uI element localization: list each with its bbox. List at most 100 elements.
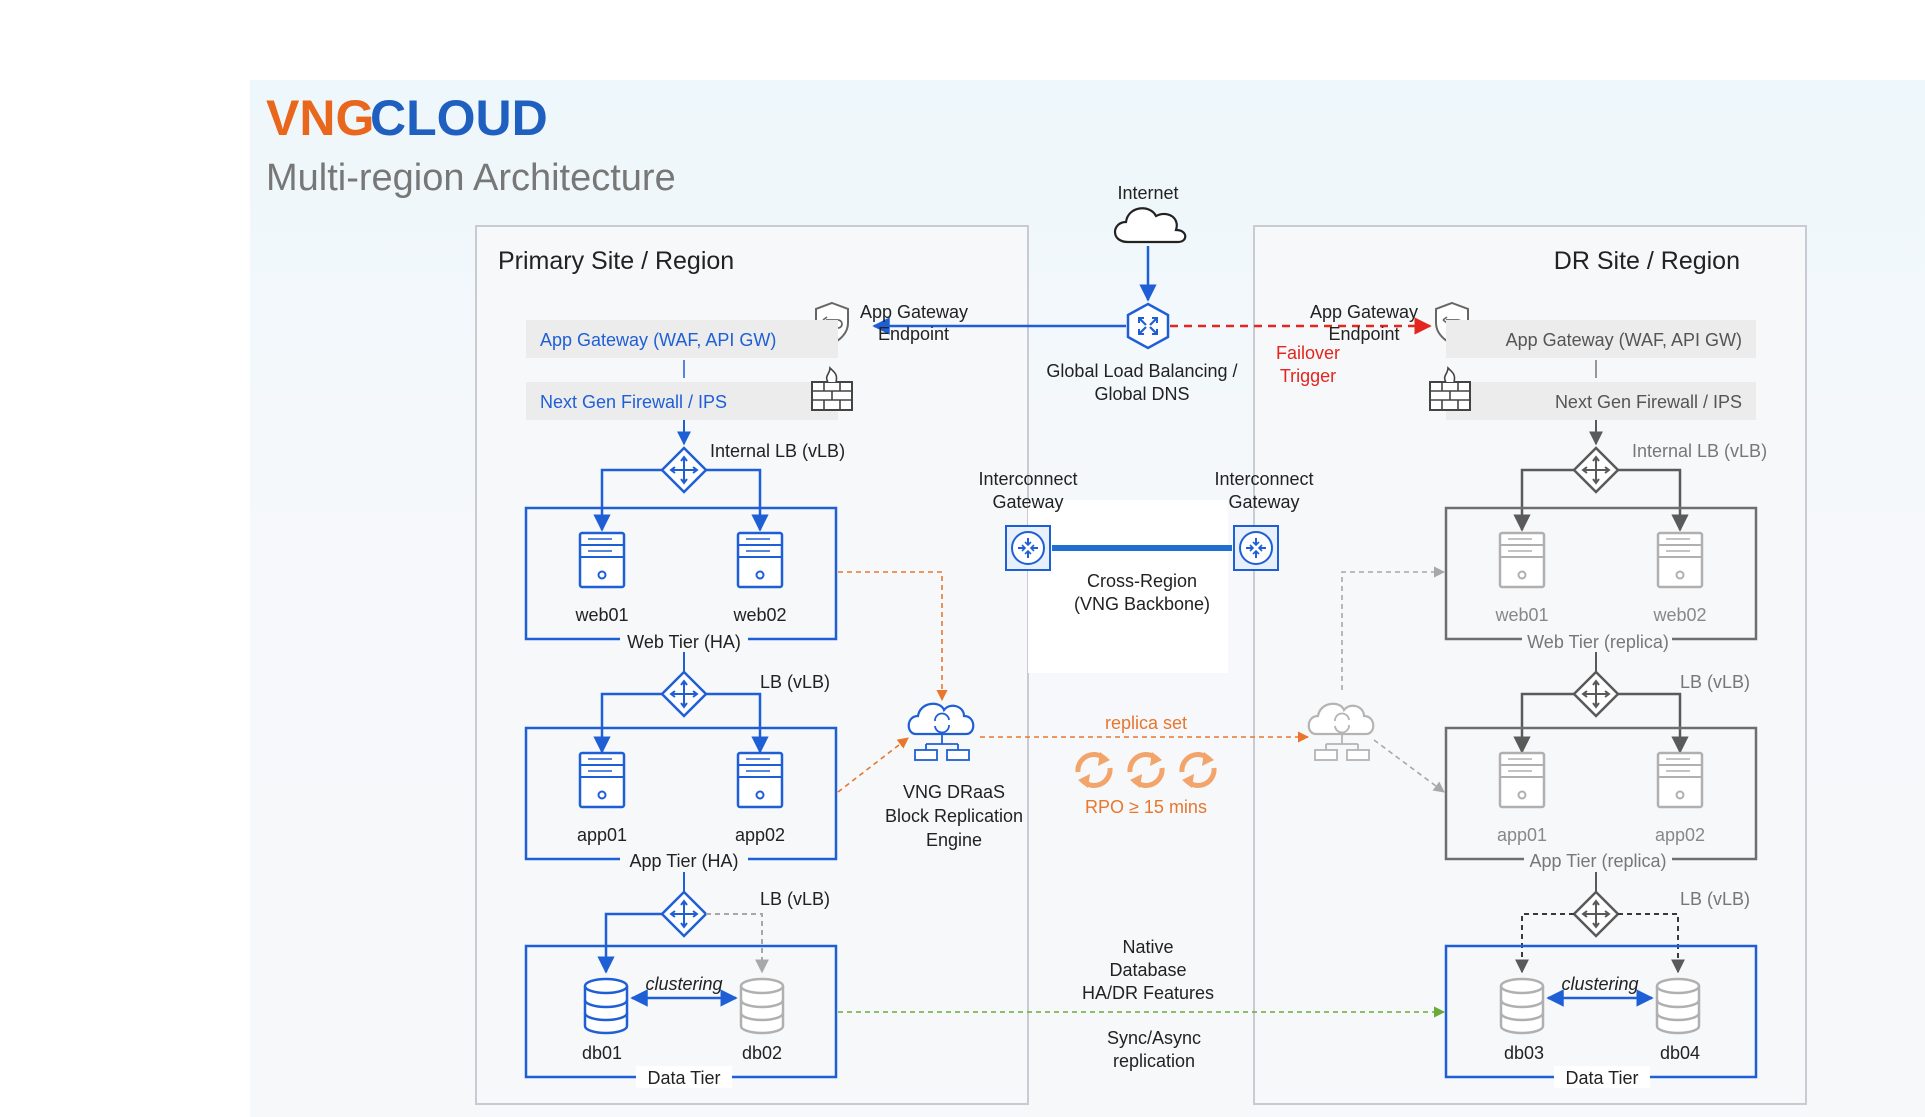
server-icon — [1656, 531, 1704, 589]
dr-lb2-to-app02-arrow — [1618, 692, 1689, 754]
dr-firewall-label: Next Gen Firewall / IPS — [1555, 392, 1742, 412]
dr-app01-label: app01 — [1497, 825, 1547, 845]
dr-endpoint-label-2: Endpoint — [1328, 324, 1399, 344]
primary-web02-label: web02 — [732, 605, 786, 625]
primary-lb3-to-db01-arrow — [597, 912, 662, 974]
internet-cloud-icon — [1113, 207, 1187, 244]
dr-clustering-label: clustering — [1561, 974, 1638, 994]
label-mask — [1524, 849, 1672, 871]
sync-icon — [1182, 752, 1214, 788]
dr-web02-label: web02 — [1652, 605, 1706, 625]
database-icon — [583, 977, 629, 1035]
interconnect-gateway-icon — [1233, 525, 1279, 571]
dr-app-tier-label: App Tier (replica) — [1529, 851, 1666, 871]
database-icon — [1499, 977, 1545, 1035]
dr-site-title: DR Site / Region — [1554, 247, 1740, 275]
primary-site-title: Primary Site / Region — [498, 247, 734, 275]
primary-app-gateway-label: App Gateway (WAF, API GW) — [540, 330, 776, 350]
dr-lb-to-web02-arrow — [1618, 468, 1689, 532]
server-icon — [578, 751, 626, 809]
app-tier-to-draas-arrow — [837, 737, 909, 793]
sync-icon — [1130, 752, 1162, 788]
interconnect-gateway-icon — [1005, 525, 1051, 571]
native-db-label-2: Database — [1109, 960, 1186, 980]
dr-firewall-band — [1446, 382, 1756, 420]
logo-vng: VNG — [266, 90, 374, 146]
logo-cloud: CLOUD — [370, 90, 548, 146]
database-icon — [1655, 977, 1701, 1035]
primary-lb-to-web02-arrow — [706, 468, 769, 532]
native-db-label-3: HA/DR Features — [1082, 983, 1214, 1003]
primary-lb2-to-app02-arrow — [706, 692, 769, 754]
server-icon — [1498, 751, 1546, 809]
primary-data-tier-label: Data Tier — [647, 1068, 720, 1088]
primary-firewall-label: Next Gen Firewall / IPS — [540, 392, 727, 412]
dr-lb2-label: LB (vLB) — [1680, 672, 1750, 692]
label-mask — [1522, 630, 1672, 652]
label-mask — [620, 849, 748, 871]
dr-app02-label: app02 — [1655, 825, 1705, 845]
database-icon — [739, 977, 785, 1035]
rpo-label: RPO ≥ 15 mins — [1085, 797, 1207, 817]
replica-set-label: replica set — [1105, 713, 1187, 733]
dr-internal-lb-label: Internal LB (vLB) — [1632, 441, 1767, 461]
dr-lb3-to-db03-arrow — [1515, 913, 1574, 974]
label-mask — [1554, 1066, 1650, 1088]
dr-data-tier-label: Data Tier — [1565, 1068, 1638, 1088]
primary-firewall-band — [526, 382, 838, 420]
primary-lb-to-web01-arrow — [593, 468, 662, 532]
primary-app-gateway-band — [526, 320, 838, 358]
cross-region-label-1: Cross-Region — [1087, 571, 1197, 591]
glb-icon — [1126, 302, 1170, 350]
server-icon — [578, 531, 626, 589]
failover-label-2: Trigger — [1280, 366, 1336, 386]
dr-lb-to-web01-arrow — [1513, 468, 1574, 532]
interconnect-left-label-2: Gateway — [992, 492, 1063, 512]
server-icon — [736, 751, 784, 809]
sync-async-label-1: Sync/Async — [1107, 1028, 1201, 1048]
primary-lb3-to-db02-arrow — [706, 913, 769, 974]
dr-lb2-to-app01-arrow — [1513, 692, 1574, 754]
primary-endpoint-label-2: Endpoint — [878, 324, 949, 344]
cross-region-panel — [1028, 500, 1228, 673]
sync-async-label-2: replication — [1113, 1051, 1195, 1071]
dr-lb3-label: LB (vLB) — [1680, 889, 1750, 909]
sync-icon — [1078, 752, 1110, 788]
server-icon — [1656, 751, 1704, 809]
dr-web-tier-label: Web Tier (replica) — [1527, 632, 1669, 652]
glb-label-1: Global Load Balancing / — [1046, 361, 1237, 381]
primary-internal-lb-label: Internal LB (vLB) — [710, 441, 845, 461]
dr-db04-label: db04 — [1660, 1043, 1700, 1063]
dr-endpoint-label-1: App Gateway — [1310, 302, 1418, 322]
primary-clustering-label: clustering — [645, 974, 722, 994]
primary-lb2-to-app01-arrow — [593, 692, 662, 754]
server-icon — [1498, 531, 1546, 589]
dr-app-gateway-label: App Gateway (WAF, API GW) — [1506, 330, 1742, 350]
dr-lb3-to-db04-arrow — [1618, 913, 1685, 974]
primary-lb2-label: LB (vLB) — [760, 672, 830, 692]
web-tier-to-draas-arrow — [838, 571, 948, 702]
primary-web-tier-label: Web Tier (HA) — [627, 632, 741, 652]
label-mask — [636, 1066, 732, 1088]
dr-app-gateway-band — [1446, 320, 1756, 358]
server-icon — [736, 531, 784, 589]
dr-site-frame — [1253, 225, 1807, 1105]
draas-label-1: VNG DRaaS — [903, 782, 1005, 802]
dr-replica-to-web-arrow — [1341, 566, 1446, 690]
primary-db02-label: db02 — [742, 1043, 782, 1063]
native-db-label-1: Native — [1122, 937, 1173, 957]
primary-app02-label: app02 — [735, 825, 785, 845]
page-subtitle: Multi-region Architecture — [266, 157, 676, 199]
draas-label-2: Block Replication — [885, 806, 1023, 826]
primary-site-frame — [475, 225, 1029, 1105]
primary-app01-label: app01 — [577, 825, 627, 845]
label-mask — [620, 630, 748, 652]
primary-web01-label: web01 — [574, 605, 628, 625]
dr-db03-label: db03 — [1504, 1043, 1544, 1063]
interconnect-right-label-1: Interconnect — [1214, 469, 1313, 489]
internet-label: Internet — [1117, 183, 1178, 203]
dr-web01-label: web01 — [1494, 605, 1548, 625]
primary-db01-label: db01 — [582, 1043, 622, 1063]
failover-label-1: Failover — [1276, 343, 1340, 363]
